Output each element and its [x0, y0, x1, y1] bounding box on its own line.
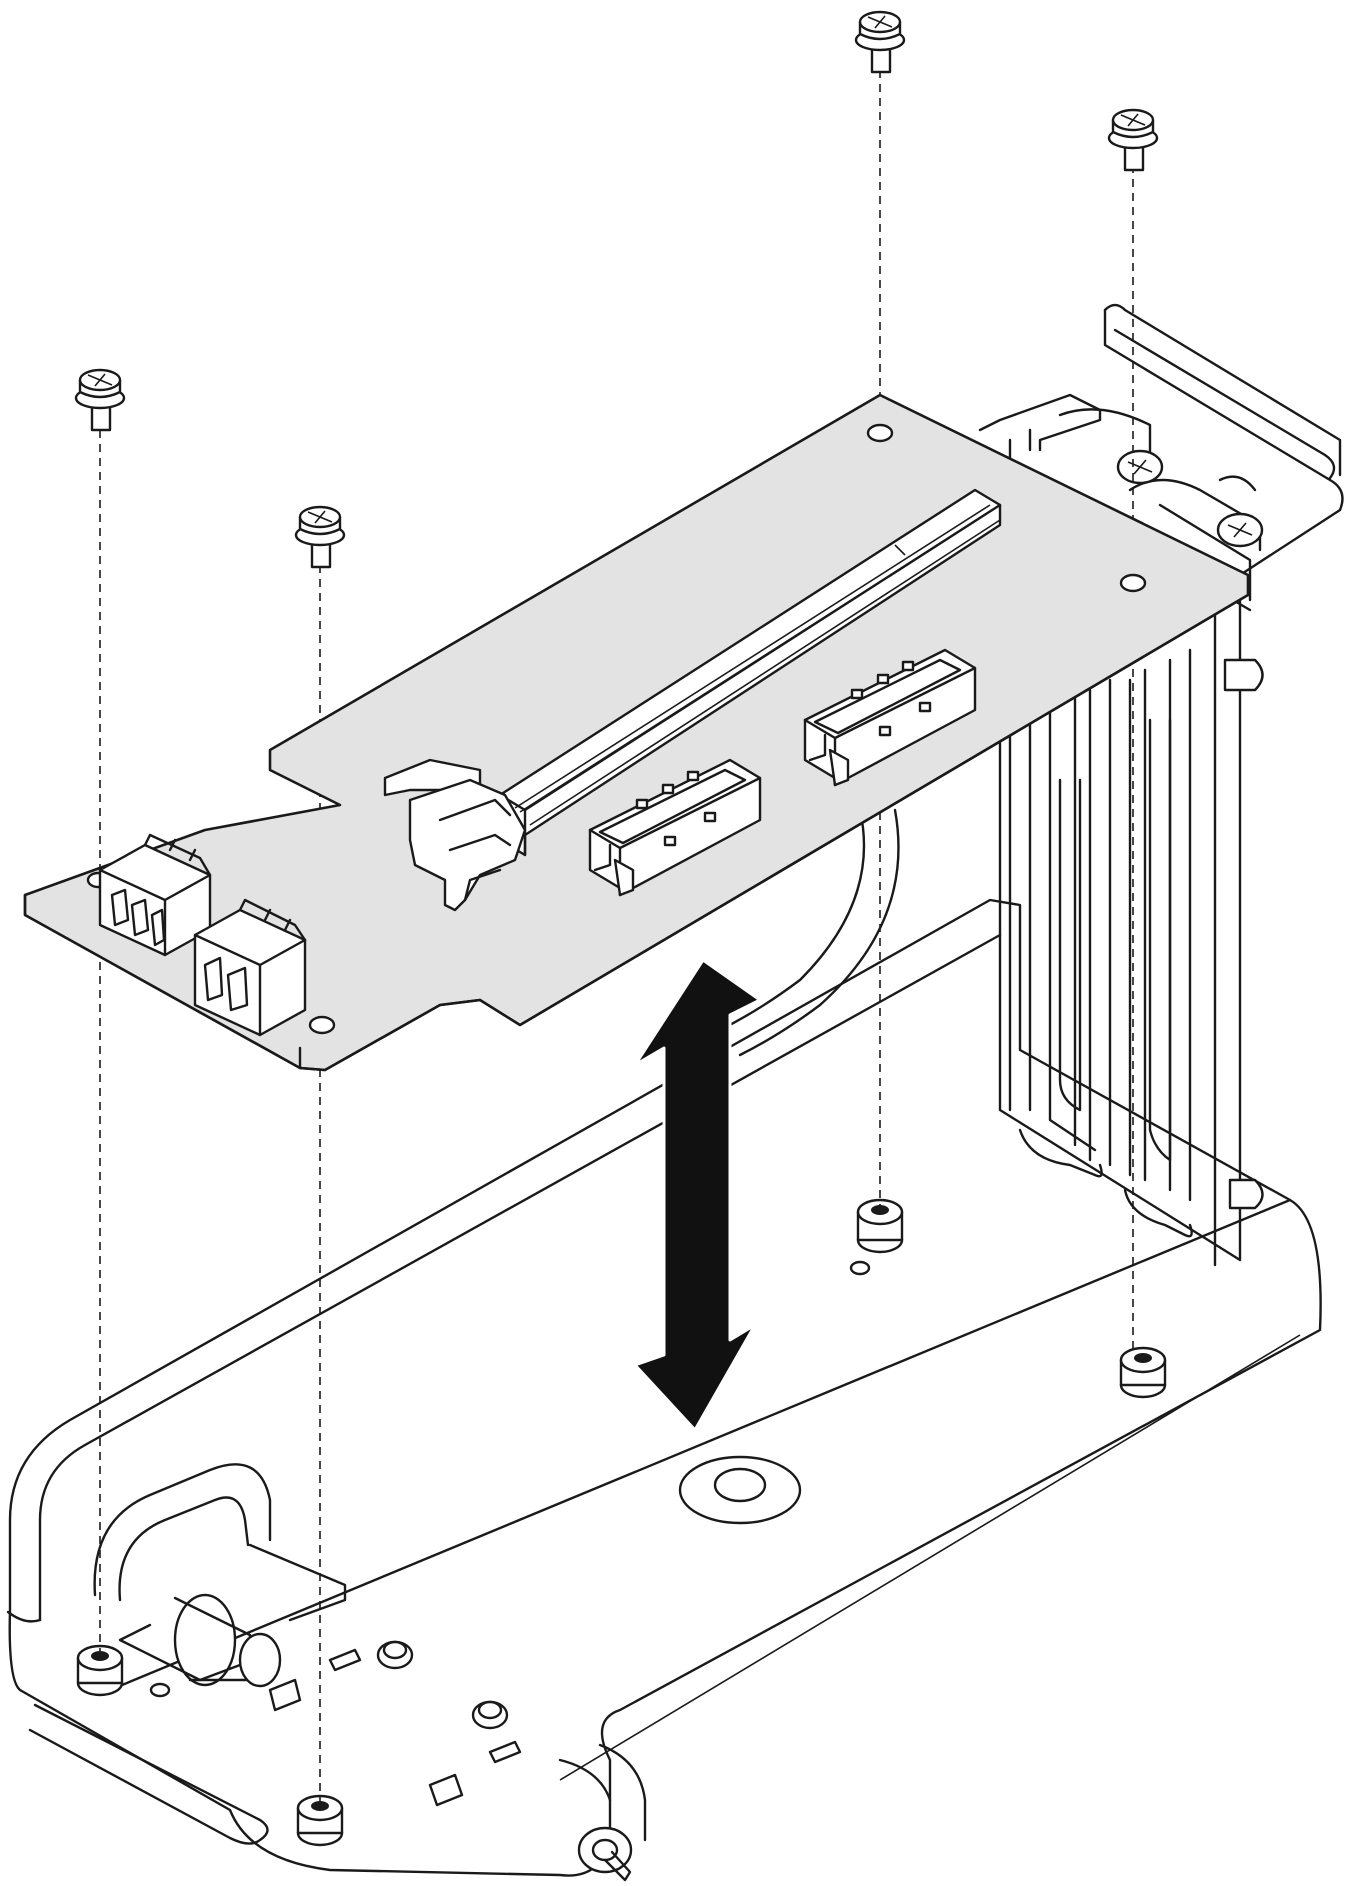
- standoff: [76, 1644, 124, 1697]
- riser-cable: [718, 808, 866, 1032]
- screw: [294, 505, 346, 569]
- latch-handle: [93, 1463, 347, 1698]
- thumbscrew-icon: [577, 1826, 633, 1882]
- alignment-guides: [99, 70, 1134, 1805]
- power-connector: [193, 898, 307, 1037]
- screw: [1116, 449, 1164, 485]
- standoff: [856, 1198, 904, 1254]
- double-headed-arrow: [633, 958, 762, 1432]
- screw: [1216, 512, 1264, 548]
- screw: [854, 10, 906, 74]
- riser-bracket: [6, 303, 1344, 1882]
- connector: [803, 648, 977, 787]
- connector: [588, 758, 762, 897]
- screw: [74, 368, 126, 432]
- standoff: [1119, 1346, 1167, 1399]
- riser-cable: [738, 808, 900, 1057]
- pcie-slot: [383, 488, 1002, 912]
- screw: [1107, 108, 1159, 172]
- power-connector: [98, 833, 212, 957]
- standoff: [296, 1794, 344, 1847]
